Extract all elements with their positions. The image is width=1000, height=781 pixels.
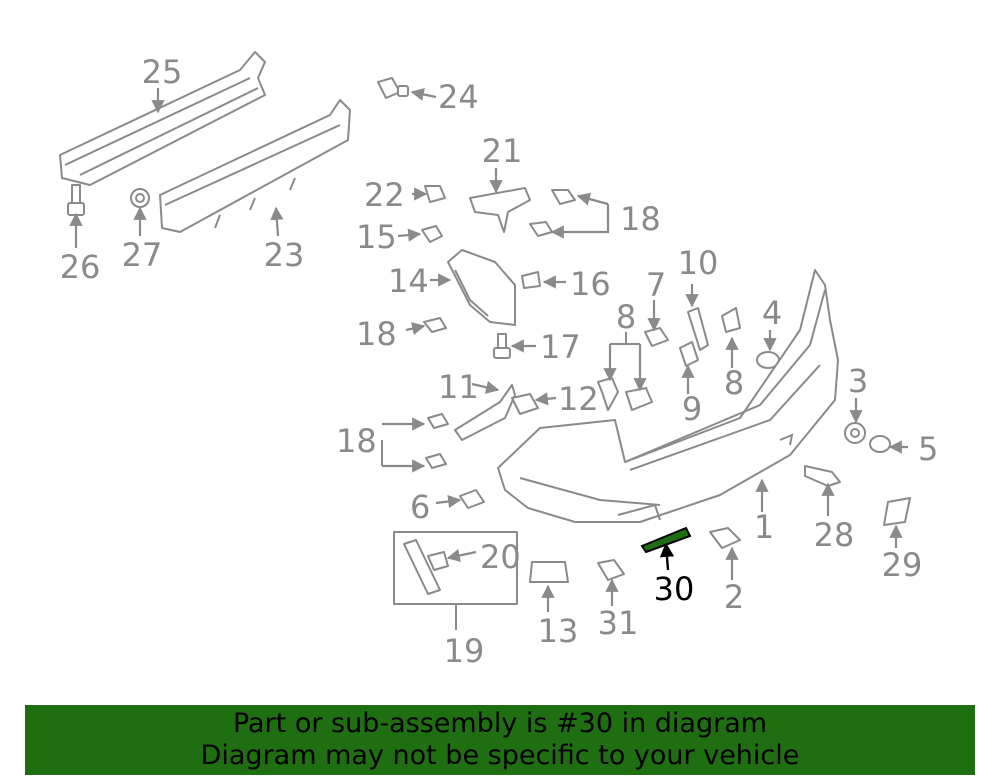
callout-28: 28	[814, 516, 855, 554]
callout-13: 13	[538, 612, 579, 650]
callout-27: 27	[122, 236, 163, 274]
part-17-bolt	[493, 333, 511, 359]
part-23-absorber	[159, 99, 351, 233]
callout-9: 9	[682, 390, 702, 428]
callout-23: 23	[264, 236, 305, 274]
info-banner: Part or sub-assembly is #30 in diagram D…	[25, 705, 975, 775]
leader-arrows	[69, 87, 908, 630]
callout-15: 15	[356, 218, 397, 256]
callout-18-mid: 18	[356, 315, 397, 353]
callout-5: 5	[918, 430, 938, 468]
part-28-bolt	[804, 465, 841, 487]
callout-10: 10	[678, 244, 719, 282]
parts-diagram: 25 24 21 22 18 15 14 16 18 17 11 12 18 6…	[59, 51, 939, 670]
callout-21: 21	[482, 132, 523, 170]
part-5-seal	[869, 435, 891, 453]
banner-line-2: Diagram may not be specific to your vehi…	[200, 740, 800, 771]
callout-29: 29	[882, 546, 923, 584]
callout-14: 14	[388, 262, 429, 300]
callout-24: 24	[438, 78, 479, 116]
part-25-reinforcement	[59, 51, 266, 186]
part-15-clip	[421, 225, 443, 243]
callout-8-right: 8	[724, 364, 744, 402]
callout-8-left: 8	[616, 298, 636, 336]
part-16-clip	[521, 271, 541, 289]
callout-11: 11	[438, 368, 479, 406]
part-24-clip	[377, 77, 409, 99]
callout-30: 30	[654, 570, 695, 608]
part-22-clip	[424, 185, 446, 203]
part-14-guard	[447, 249, 516, 326]
part-8-clips	[597, 307, 741, 411]
part-1-bumper-cover	[497, 269, 839, 523]
callout-labels: 25 24 21 22 18 15 14 16 18 17 11 12 18 6…	[60, 53, 939, 670]
part-21-bracket	[469, 187, 531, 233]
callout-6: 6	[410, 488, 430, 526]
part-18-screws	[423, 189, 576, 469]
part-19-kit-box	[393, 531, 518, 605]
banner-line-1: Part or sub-assembly is #30 in diagram	[232, 708, 768, 739]
callout-18-top: 18	[620, 200, 661, 238]
part-31-screw	[597, 559, 625, 581]
callout-16: 16	[570, 265, 611, 303]
callout-3: 3	[848, 362, 868, 400]
callout-17: 17	[540, 328, 581, 366]
callout-1: 1	[754, 508, 774, 546]
callout-18-low: 18	[336, 422, 377, 460]
part-11-bracket	[454, 384, 516, 441]
callout-22: 22	[364, 176, 405, 214]
part-29-plate	[883, 497, 911, 526]
callout-31: 31	[598, 604, 639, 642]
part-9-10-brackets	[679, 307, 709, 367]
part-26-bolt	[67, 184, 85, 216]
callout-12: 12	[558, 380, 599, 418]
callout-4: 4	[762, 294, 782, 332]
part-12-clip	[511, 393, 539, 415]
part-7-screw	[644, 327, 669, 347]
callout-7: 7	[646, 266, 666, 304]
part-3-grommet	[844, 422, 866, 444]
part-30-highlight	[640, 526, 692, 554]
part-6-clip	[459, 489, 485, 509]
callout-20: 20	[480, 538, 521, 576]
callout-19: 19	[444, 632, 485, 670]
callout-2: 2	[724, 578, 744, 616]
part-2-clip	[709, 527, 741, 549]
part-13-plate	[529, 561, 569, 583]
callout-25: 25	[142, 53, 183, 91]
part-27-nut	[130, 188, 150, 208]
callout-26: 26	[60, 248, 101, 286]
